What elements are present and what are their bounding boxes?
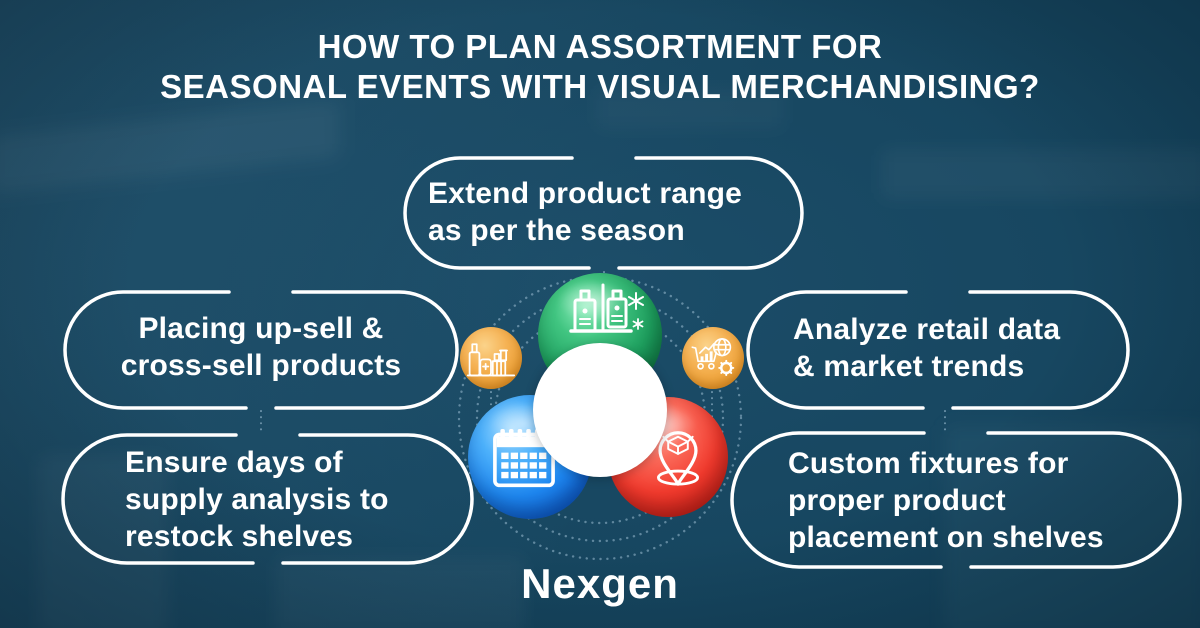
seasonal-products-icon: [569, 283, 644, 333]
brand-logo: Nexgen: [521, 560, 679, 607]
step-label-analyze-retail-data: Analyze retail data & market trends: [793, 313, 1061, 383]
background-shelf-shape: [945, 425, 1200, 628]
pill-outline-bottomleft-left: [61, 433, 255, 565]
pill-outline-left-left: [63, 290, 248, 410]
gear-icon: [718, 359, 735, 376]
background-shelf-shape: [275, 556, 525, 628]
snowflake-icon: [632, 318, 644, 330]
pill-outline-top-left: [403, 156, 591, 270]
grocery-products-icon: [466, 343, 516, 377]
pill-outline-top-right: [617, 156, 804, 270]
center-circle: [533, 343, 667, 477]
pill-outline-left-right: [274, 290, 459, 410]
pill-outline-bottomleft-right: [281, 433, 474, 565]
open-box-icon: [662, 435, 694, 455]
dotted-ring-outer: [457, 275, 743, 561]
title-line-2: SEASONAL EVENTS WITH VISUAL MERCHANDISIN…: [160, 68, 1040, 105]
pill-outline-right-left: [746, 290, 925, 410]
page-title: HOW TO PLAN ASSORTMENT FOR SEASONAL EVEN…: [0, 27, 1200, 107]
step-label-extend-product-range: Extend product range as per the season: [428, 177, 743, 247]
badge-market-analysis: [682, 327, 744, 389]
step-label-custom-fixtures: Custom fixtures for proper product place…: [788, 447, 1104, 554]
step-label-days-of-supply: Ensure days of supply analysis to restoc…: [125, 446, 389, 553]
background-shelf-shape: [880, 148, 1200, 200]
snowflake-icon: [628, 292, 644, 310]
badge-grocery: [460, 327, 522, 389]
pill-outline-right-right: [951, 290, 1130, 410]
step-label-upsell-cross-sell: Placing up-sell & cross-sell products: [120, 312, 402, 382]
placement-pin-icon: [656, 431, 700, 486]
pill-outline-bottomright-right: [969, 431, 1182, 569]
market-analysis-icon: [691, 338, 735, 376]
background-shelf-shape: [38, 455, 168, 628]
title-line-1: HOW TO PLAN ASSORTMENT FOR: [317, 28, 883, 65]
pill-outline-bottomright-left: [730, 431, 943, 569]
